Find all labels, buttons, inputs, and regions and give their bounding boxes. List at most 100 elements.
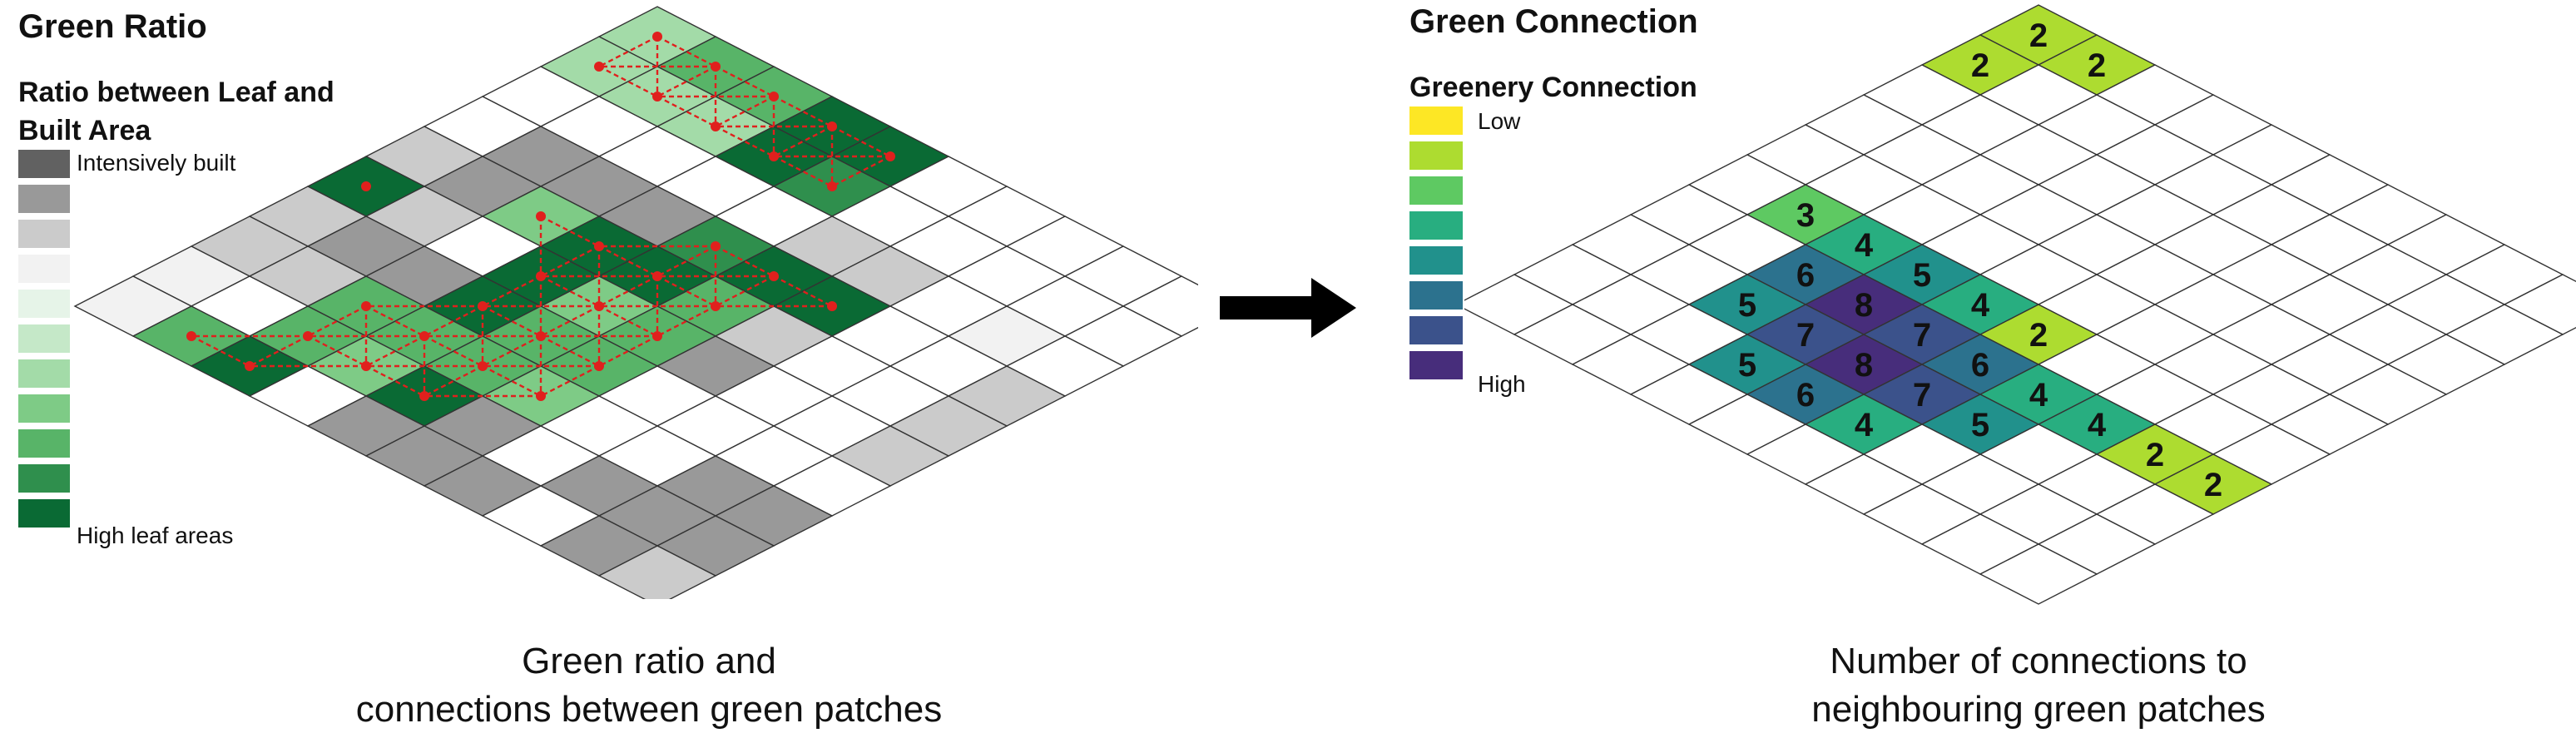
- patch-node: [419, 331, 429, 341]
- connection-line: [191, 334, 250, 368]
- connection-line: [715, 245, 775, 278]
- connection-line: [598, 65, 658, 98]
- connection-line: [715, 275, 775, 308]
- legend-swatch: [1409, 176, 1463, 205]
- patch-node: [186, 331, 196, 341]
- legend-swatch: [18, 359, 70, 388]
- connection-line: [598, 245, 658, 278]
- connection-count-label: 7: [1913, 377, 1931, 414]
- connection-count-label: 6: [1796, 257, 1815, 294]
- legend-swatch: [18, 394, 70, 423]
- patch-node: [652, 92, 662, 102]
- patch-node: [536, 211, 546, 221]
- patch-node: [711, 121, 721, 131]
- left-caption-line1: Green ratio and: [522, 641, 776, 681]
- patch-node: [361, 361, 371, 371]
- legend-swatch: [18, 290, 70, 318]
- connection-line: [365, 305, 425, 338]
- connection-line: [598, 275, 658, 308]
- legend-swatch: [1409, 106, 1463, 135]
- legend-swatch: [18, 185, 70, 213]
- connection-line: [831, 125, 891, 158]
- right-legend-title: Greenery Connection: [1409, 72, 1697, 103]
- patch-node: [478, 361, 488, 371]
- connection-line: [831, 155, 891, 188]
- connection-count-label: 4: [2029, 377, 2048, 414]
- legend-swatch: [18, 255, 70, 283]
- patch-node: [536, 391, 546, 401]
- connection-count-label: 2: [2204, 467, 2222, 503]
- connection-line: [773, 155, 833, 188]
- connection-count-label: 2: [1971, 47, 1989, 84]
- right-legend-high-label: High: [1478, 371, 1526, 397]
- connection-line: [773, 275, 833, 308]
- legend-swatch: [1409, 211, 1463, 240]
- patch-node: [769, 92, 779, 102]
- connection-count-label: 3: [1796, 197, 1815, 234]
- patch-node: [711, 301, 721, 311]
- connection-line: [715, 95, 775, 128]
- connection-count-label: 2: [2029, 317, 2048, 354]
- patch-node: [711, 62, 721, 72]
- legend-swatch: [1409, 281, 1463, 310]
- connection-line: [656, 65, 716, 98]
- patch-node: [536, 271, 546, 281]
- connection-line: [365, 334, 425, 368]
- connection-count-label: 2: [2029, 17, 2048, 54]
- connection-count-label: 7: [1796, 317, 1815, 354]
- connection-line: [715, 65, 775, 98]
- left-legend-title-line2: Built Area: [18, 115, 151, 146]
- connection-line: [540, 245, 600, 278]
- legend-swatch: [18, 429, 70, 458]
- connection-count-label: 5: [1738, 347, 1756, 384]
- left-diamond-grid: [73, 6, 1198, 599]
- patch-node: [885, 151, 895, 161]
- patch-node: [827, 301, 837, 311]
- connection-count-label: 7: [1913, 317, 1931, 354]
- connection-count-label: 6: [1971, 347, 1989, 384]
- connection-line: [540, 275, 600, 308]
- patch-node: [827, 181, 837, 191]
- connection-line: [424, 334, 483, 368]
- patch-node: [652, 331, 662, 341]
- patch-node: [827, 121, 837, 131]
- patch-node: [303, 331, 313, 341]
- connection-line: [598, 305, 658, 338]
- left-title: Green Ratio: [18, 8, 207, 45]
- connection-line: [656, 245, 716, 278]
- connection-line: [656, 95, 716, 128]
- connection-line: [482, 364, 542, 398]
- connection-line: [424, 305, 483, 338]
- connection-line: [482, 275, 542, 308]
- connection-line: [715, 125, 775, 158]
- left-legend-title-line1: Ratio between Leaf and: [18, 77, 334, 108]
- connection-line: [656, 305, 716, 338]
- connection-line: [482, 305, 542, 338]
- connection-count-label: 6: [1796, 377, 1815, 414]
- connection-line: [598, 35, 658, 68]
- connection-count-label: 8: [1855, 347, 1873, 384]
- right-caption-line1: Number of connections to: [1830, 641, 2247, 681]
- connection-line: [540, 364, 600, 398]
- right-caption-line2: neighbouring green patches: [1811, 689, 2266, 730]
- patch-node: [711, 241, 721, 251]
- legend-swatch: [18, 499, 70, 528]
- legend-swatch: [18, 324, 70, 353]
- patch-node: [594, 62, 604, 72]
- connection-line: [482, 334, 542, 368]
- right-arrow-icon: [1220, 278, 1356, 338]
- grid-cell: [1979, 543, 2098, 605]
- connection-line: [307, 334, 367, 368]
- left-legend-title: Ratio between Leaf and Built Area: [18, 73, 334, 150]
- connection-line: [540, 215, 600, 248]
- connection-count-label: 4: [1855, 407, 1874, 443]
- patch-node: [536, 331, 546, 341]
- left-caption: Green ratio and connections between gree…: [200, 637, 1098, 734]
- patch-node: [478, 301, 488, 311]
- legend-swatch: [1409, 351, 1463, 379]
- green-connections: [191, 35, 891, 398]
- connection-count-label: 5: [1971, 407, 1989, 443]
- connection-line: [656, 275, 716, 308]
- connection-line: [656, 35, 716, 68]
- patch-node: [652, 271, 662, 281]
